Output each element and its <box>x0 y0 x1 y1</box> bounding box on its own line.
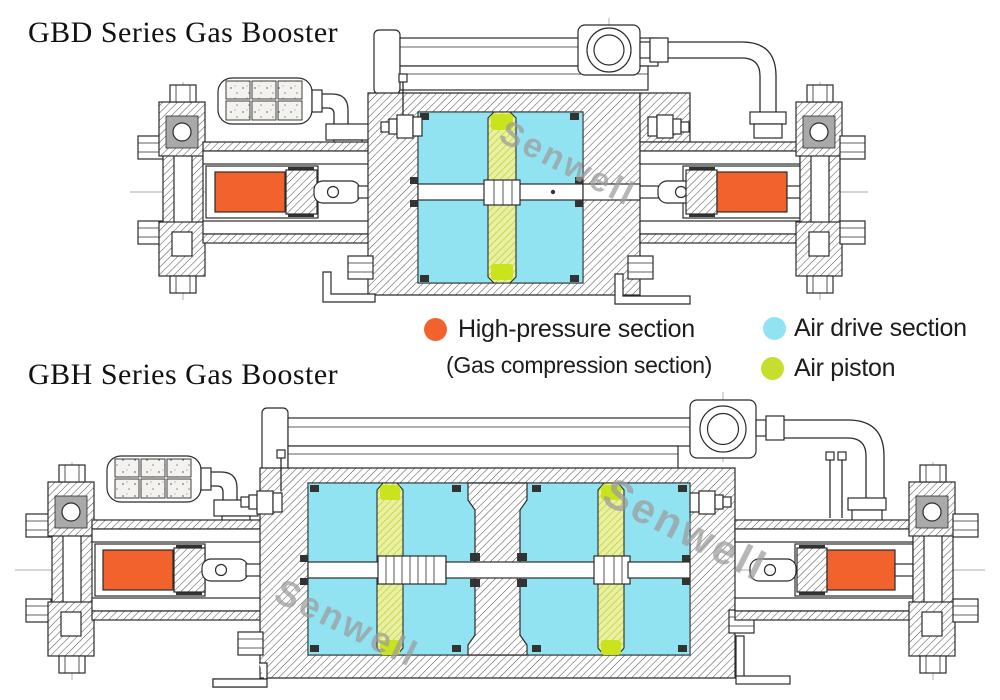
gbd-right-hp-section <box>639 141 801 244</box>
gbh-diagram: Senwell Senwell <box>15 392 985 688</box>
gbh-hp-piston-left <box>102 549 174 591</box>
gbh-right-ball-joint <box>922 502 942 522</box>
high-pressure-dot-icon <box>424 318 447 341</box>
gbd-piston-rod <box>410 177 641 207</box>
gbh-pilot-valves <box>240 449 847 518</box>
gbd-muffler <box>217 77 371 146</box>
gbd-port-ring-inner <box>593 34 625 66</box>
gbh-hp-piston-right <box>826 549 896 591</box>
gas-compression-sublabel: (Gas compression section) <box>446 352 713 378</box>
gbd-pilot-reservoir <box>373 24 787 139</box>
gbd-right-flange <box>795 84 866 294</box>
air-piston-label: Air piston <box>794 354 896 382</box>
gbh-title: GBH Series Gas Booster <box>28 358 339 391</box>
air-piston-dot-icon <box>761 357 784 380</box>
air-drive-label: Air drive section <box>794 314 967 342</box>
gbd-foot-right <box>614 273 691 305</box>
gbd-hp-piston-left <box>214 171 286 213</box>
gbd-hp-piston-right <box>716 171 788 213</box>
gbh-right-flange <box>908 464 979 674</box>
air-drive-dot-icon <box>763 317 786 340</box>
gbd-foot-left <box>322 271 376 303</box>
gbd-air-pipe <box>668 41 777 112</box>
gbd-left-flange <box>137 84 206 294</box>
gbd-right-ball-joint <box>809 122 829 142</box>
gbd-left-ball-joint <box>172 122 192 142</box>
gbd-title: GBD Series Gas Booster <box>28 16 339 49</box>
high-pressure-label: High-pressure section <box>458 315 695 343</box>
gbd-diagram: Senwell <box>130 18 868 305</box>
gbh-left-ball-joint <box>61 502 81 522</box>
gbh-left-flange <box>25 464 95 674</box>
gbh-muffler <box>106 455 259 522</box>
gbd-pilot-valves <box>380 73 690 139</box>
gbh-foot-right <box>735 635 745 679</box>
gbh-port-ring-inner <box>706 412 740 446</box>
gbh-air-pipe <box>784 419 885 498</box>
gbh-piston-rod <box>300 553 691 587</box>
